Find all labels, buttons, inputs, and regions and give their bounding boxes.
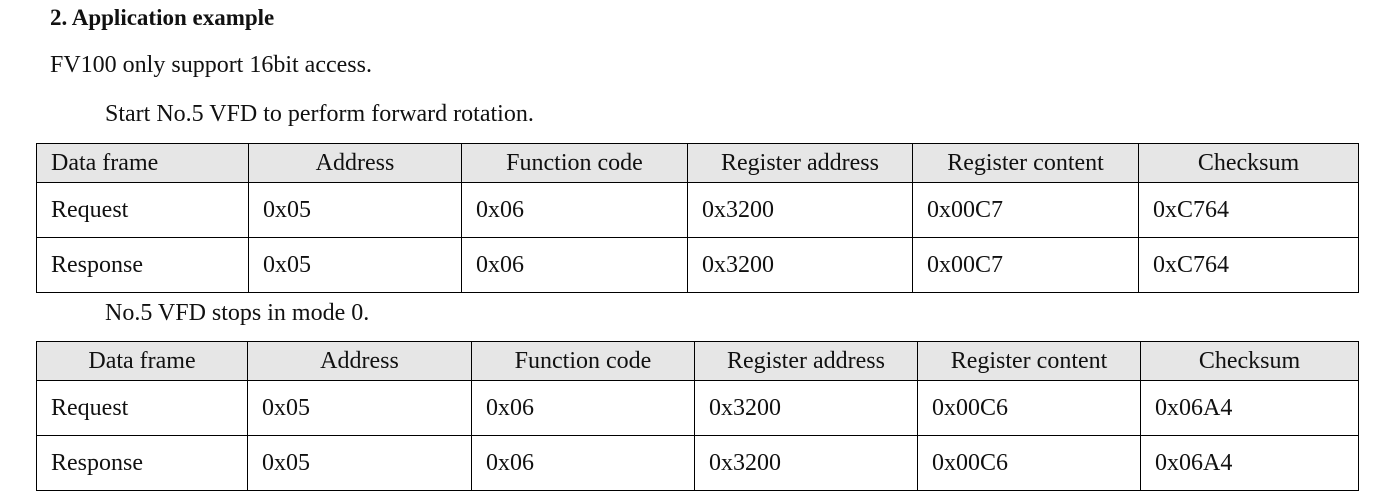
header-data-frame: Data frame [36, 341, 248, 381]
example1-caption: Start No.5 VFD to perform forward rotati… [105, 101, 534, 127]
example2-caption: No.5 VFD stops in mode 0. [105, 300, 370, 326]
cell-function-code: 0x06 [471, 380, 695, 436]
cell-register-content: 0x00C7 [912, 237, 1139, 293]
cell-register-content: 0x00C7 [912, 182, 1139, 238]
table-row: Response 0x05 0x06 0x3200 0x00C6 0x06A4 [36, 435, 1359, 491]
cell-register-address: 0x3200 [687, 182, 913, 238]
cell-data-frame: Request [36, 182, 249, 238]
cell-checksum: 0x06A4 [1140, 380, 1359, 436]
cell-address: 0x05 [247, 380, 472, 436]
cell-function-code: 0x06 [461, 182, 688, 238]
header-register-address: Register address [694, 341, 918, 381]
cell-checksum: 0x06A4 [1140, 435, 1359, 491]
cell-checksum: 0xC764 [1138, 237, 1359, 293]
table-row: Response 0x05 0x06 0x3200 0x00C7 0xC764 [36, 237, 1359, 293]
cell-data-frame: Response [36, 237, 249, 293]
header-checksum: Checksum [1138, 143, 1359, 183]
section-heading: 2. Application example [50, 5, 275, 30]
cell-register-address: 0x3200 [694, 380, 918, 436]
cell-address: 0x05 [248, 182, 462, 238]
cell-register-content: 0x00C6 [917, 435, 1141, 491]
header-data-frame: Data frame [36, 143, 249, 183]
header-register-content: Register content [912, 143, 1139, 183]
cell-register-content: 0x00C6 [917, 380, 1141, 436]
cell-data-frame: Request [36, 380, 248, 436]
example1-table: Data frame Address Function code Registe… [36, 143, 1359, 293]
cell-register-address: 0x3200 [694, 435, 918, 491]
cell-address: 0x05 [248, 237, 462, 293]
intro-text: FV100 only support 16bit access. [50, 52, 372, 78]
example2-table: Data frame Address Function code Registe… [36, 341, 1359, 491]
table-row: Request 0x05 0x06 0x3200 0x00C6 0x06A4 [36, 380, 1359, 436]
header-function-code: Function code [471, 341, 695, 381]
cell-checksum: 0xC764 [1138, 182, 1359, 238]
table-header-row: Data frame Address Function code Registe… [36, 143, 1359, 183]
cell-function-code: 0x06 [471, 435, 695, 491]
header-register-address: Register address [687, 143, 913, 183]
header-function-code: Function code [461, 143, 688, 183]
header-address: Address [247, 341, 472, 381]
header-address: Address [248, 143, 462, 183]
header-checksum: Checksum [1140, 341, 1359, 381]
cell-register-address: 0x3200 [687, 237, 913, 293]
header-register-content: Register content [917, 341, 1141, 381]
table-row: Request 0x05 0x06 0x3200 0x00C7 0xC764 [36, 182, 1359, 238]
cell-function-code: 0x06 [461, 237, 688, 293]
cell-address: 0x05 [247, 435, 472, 491]
cell-data-frame: Response [36, 435, 248, 491]
table-header-row: Data frame Address Function code Registe… [36, 341, 1359, 381]
